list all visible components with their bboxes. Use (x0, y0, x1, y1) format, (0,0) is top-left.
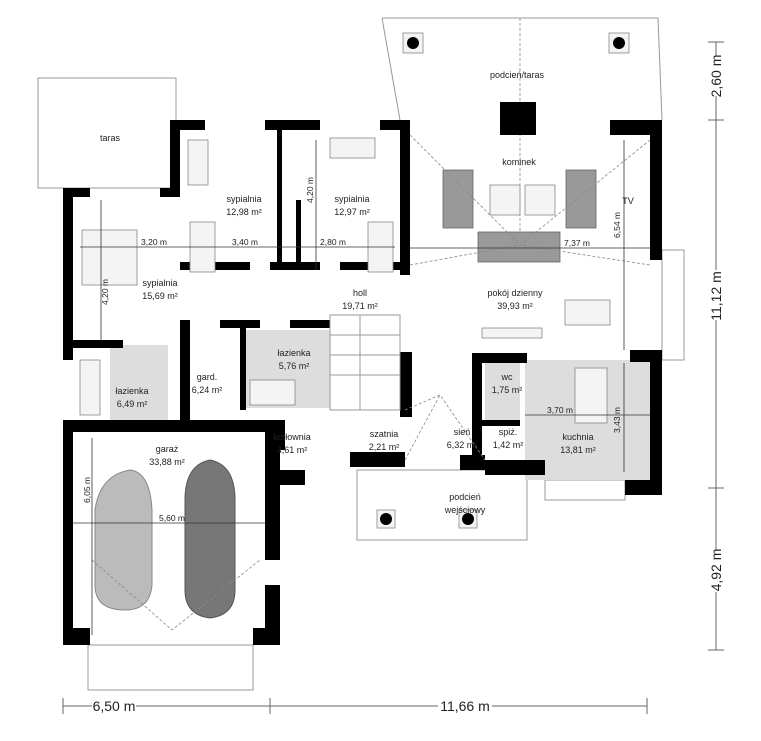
dimension-labels: 3,20 m 3,40 m 2,80 m 4,20 m 4,20 m 7,37 … (82, 55, 726, 716)
label-entrance-porch-2: wejściowy (444, 505, 486, 515)
area-boiler-room: 4,61 m² (277, 445, 308, 455)
dim-overall-right-bottom: 4,92 m (708, 549, 724, 592)
area-bathroom-b: 5,76 m² (279, 361, 310, 371)
area-bedroom-b: 12,97 m² (334, 207, 370, 217)
dim-bedroom-c-depth: 4,20 m (100, 279, 110, 305)
dimension-lines (62, 41, 724, 714)
room-labels: taras sypialnia 12,98 m² sypialnia 12,97… (100, 70, 634, 515)
dim-living-depth: 6,54 m (612, 212, 622, 238)
label-bathroom-a: łazienka (115, 386, 148, 396)
label-bedroom-b: sypialnia (334, 194, 369, 204)
label-terrace-porch: podcień/taras (490, 70, 545, 80)
label-vestibule: sień (454, 427, 471, 437)
label-pantry: spiż. (499, 427, 518, 437)
area-vestibule: 6,32 m² (447, 440, 478, 450)
label-hall: holl (353, 288, 367, 298)
area-bedroom-a: 12,98 m² (226, 207, 262, 217)
area-living-room: 39,93 m² (497, 301, 533, 311)
label-entrance-porch: podcień (449, 492, 481, 502)
label-garage: garaż (156, 444, 179, 454)
dim-bedroom-c-width: 3,20 m (141, 237, 167, 247)
roof-lines (91, 134, 651, 631)
dim-garage-width: 5,60 m (159, 513, 185, 523)
dim-overall-bottom-right: 11,66 m (440, 698, 490, 714)
area-wc: 1,75 m² (492, 385, 523, 395)
label-tv: TV (622, 196, 634, 206)
columns (376, 32, 630, 529)
dim-garage-depth: 6,05 m (82, 477, 92, 503)
label-bathroom-b: łazienka (277, 348, 310, 358)
dim-bedroom-b-width: 2,80 m (320, 237, 346, 247)
walls (63, 102, 662, 645)
dim-kitchen-depth: 3,43 m (612, 407, 622, 433)
area-bathroom-a: 6,49 m² (117, 399, 148, 409)
dim-overall-right-top: 2,60 m (708, 55, 724, 98)
label-bedroom-c: sypialnia (142, 278, 177, 288)
label-boiler-room: kotłownia (273, 432, 311, 442)
label-fireplace: kominek (502, 157, 536, 167)
staircase (329, 314, 401, 411)
dim-bedroom-b-depth: 4,20 m (305, 177, 315, 203)
label-taras: taras (100, 133, 121, 143)
dim-bedroom-a-width: 3,40 m (232, 237, 258, 247)
area-garage: 33,88 m² (149, 457, 185, 467)
label-living-room: pokój dzienny (487, 288, 543, 298)
area-pantry: 1,42 m² (493, 440, 524, 450)
dim-overall-bottom-left: 6,50 m (93, 698, 136, 714)
label-cloakroom: szatnia (370, 429, 399, 439)
area-wardrobe: 6,24 m² (192, 385, 223, 395)
area-kitchen: 13,81 m² (560, 445, 596, 455)
label-wc: wc (501, 372, 513, 382)
label-wardrobe: gard. (197, 372, 218, 382)
dim-kitchen-width: 3,70 m (547, 405, 573, 415)
dim-living-width: 7,37 m (564, 238, 590, 248)
label-bedroom-a: sypialnia (226, 194, 261, 204)
label-kitchen: kuchnia (562, 432, 593, 442)
area-hall: 19,71 m² (342, 301, 378, 311)
area-bedroom-c: 15,69 m² (142, 291, 178, 301)
area-cloakroom: 2,21 m² (369, 442, 400, 452)
dim-overall-right-mid: 11,12 m (708, 271, 724, 321)
